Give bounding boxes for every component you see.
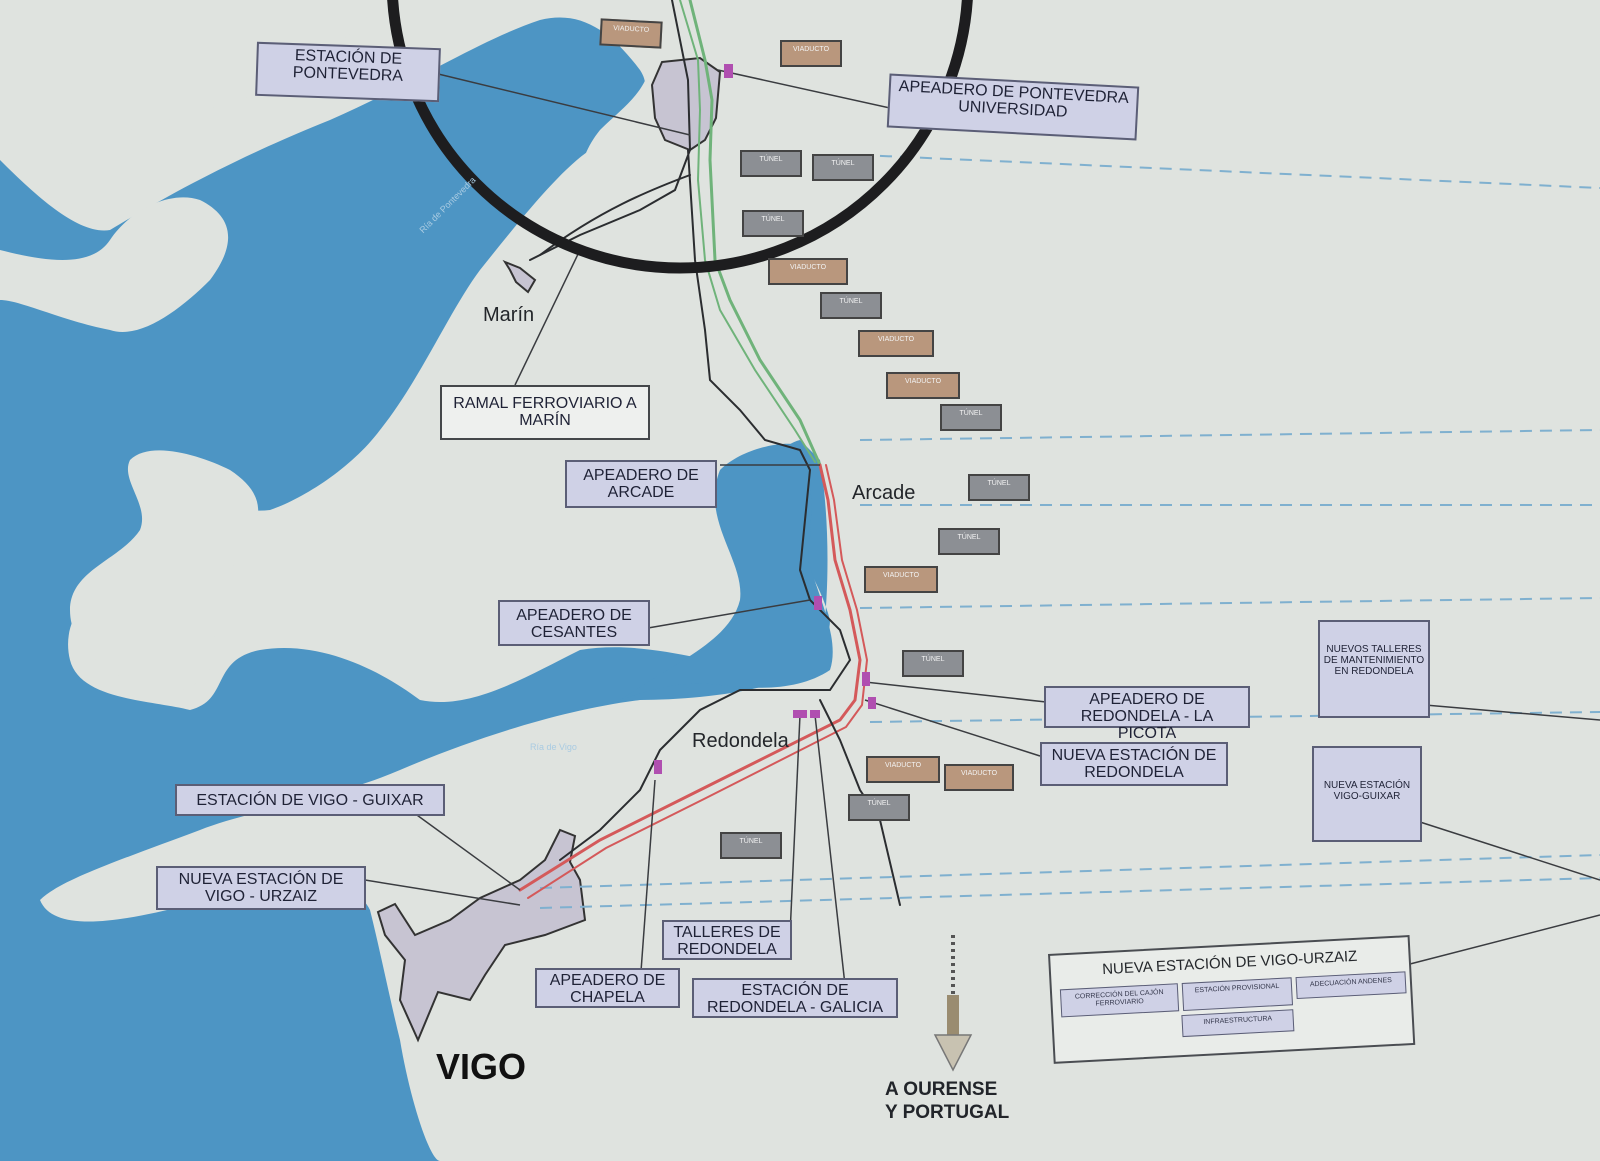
pontevedra-city [650,56,722,152]
tunel-tag: TÚNEL [740,150,802,177]
viaducto-tag: VIADUCTO [768,258,848,285]
legend-item: ESTACIÓN PROVISIONAL [1181,977,1294,1012]
tunel-tag: TÚNEL [812,154,874,181]
viaducto-tag: VIADUCTO [866,756,940,783]
land-pont [370,0,1600,1161]
place-vigo: VIGO [436,1046,527,1087]
green-line [688,0,822,467]
viaducto-tag: VIADUCTO [886,372,960,399]
tunel-tag: TÚNEL [742,210,804,237]
land-penin [70,450,259,693]
direction-text: A OURENSE Y PORTUGAL [885,1078,1009,1124]
tunel-tag: TÚNEL [902,650,964,677]
legend-item: CORRECCIÓN DEL CAJÓN FERROVIARIO [1059,983,1180,1018]
nueva-estacion-vigo-guixar-label: NUEVA ESTACIÓN VIGO-GUIXAR [1312,746,1422,842]
tunel-tag: TÚNEL [938,528,1000,555]
legend-item: INFRAESTRUCTURA [1181,1009,1295,1038]
land-north [0,0,380,160]
estacion-redondela-galicia-label: ESTACIÓN DE REDONDELA - GALICIA [692,978,898,1018]
land-west [0,197,229,332]
legend-item: ADECUACIÓN ANDENES [1295,971,1407,1000]
tunel-tag: TÚNEL [848,794,910,821]
direction-line2: Y PORTUGAL [885,1102,1010,1123]
ria-water [0,17,830,1161]
red-line [518,463,862,892]
tunel-tag: TÚNEL [968,474,1030,501]
direction-arrow [933,935,973,1072]
tunel-tag: TÚNEL [720,832,782,859]
viaducto-tag: VIADUCTO [599,18,663,49]
ria-vigo-label: Ría de Vigo [530,742,577,752]
direction-line1: A OURENSE [885,1079,998,1100]
viaducto-tag: VIADUCTO [944,764,1014,791]
place-marin: Marín [483,304,535,326]
viaducto-tag: VIADUCTO [780,40,842,67]
tunel-tag: TÚNEL [940,404,1002,431]
place-arcade: Arcade [852,482,916,504]
place-redondela: Redondela [692,730,789,752]
station-markers [654,64,876,774]
nueva-estacion-redondela-label: NUEVA ESTACIÓN DE REDONDELA [1040,742,1228,786]
apeadero-cesantes-label: APEADERO DE CESANTES [498,600,650,646]
nuevos-talleres-label: NUEVOS TALLERES DE MANTENIMIENTO EN REDO… [1318,620,1430,718]
leader-lines [364,69,1600,986]
viaducto-tag: VIADUCTO [864,566,938,593]
estacion-vigo-guixar-label: ESTACIÓN DE VIGO - GUIXAR [175,784,445,816]
highlight-circle [387,0,973,274]
ria-inner-vigo [620,443,833,700]
apeadero-chapela-label: APEADERO DE CHAPELA [535,968,680,1008]
talleres-redondela-label: TALLERES DE REDONDELA [662,920,792,960]
legend-vigo-urzaiz: NUEVA ESTACIÓN DE VIGO-URZAIZ CORRECCIÓN… [1048,935,1416,1064]
apeadero-redondela-picota-label: APEADERO DE REDONDELA - LA PICOTA [1044,686,1250,742]
viaducto-tag: VIADUCTO [858,330,934,357]
green-line-2 [679,0,816,463]
estacion-pontevedra-label: ESTACIÓN DE PONTEVEDRA [255,41,441,103]
ramal-marin-label: RAMAL FERROVIARIO A MARÍN [440,385,650,440]
apeadero-arcade-label: APEADERO DE ARCADE [565,460,717,508]
nueva-estacion-vigo-urzaiz-label: NUEVA ESTACIÓN DE VIGO - URZAIZ [156,866,366,910]
tunel-tag: TÚNEL [820,292,882,319]
marin-port [502,259,537,294]
